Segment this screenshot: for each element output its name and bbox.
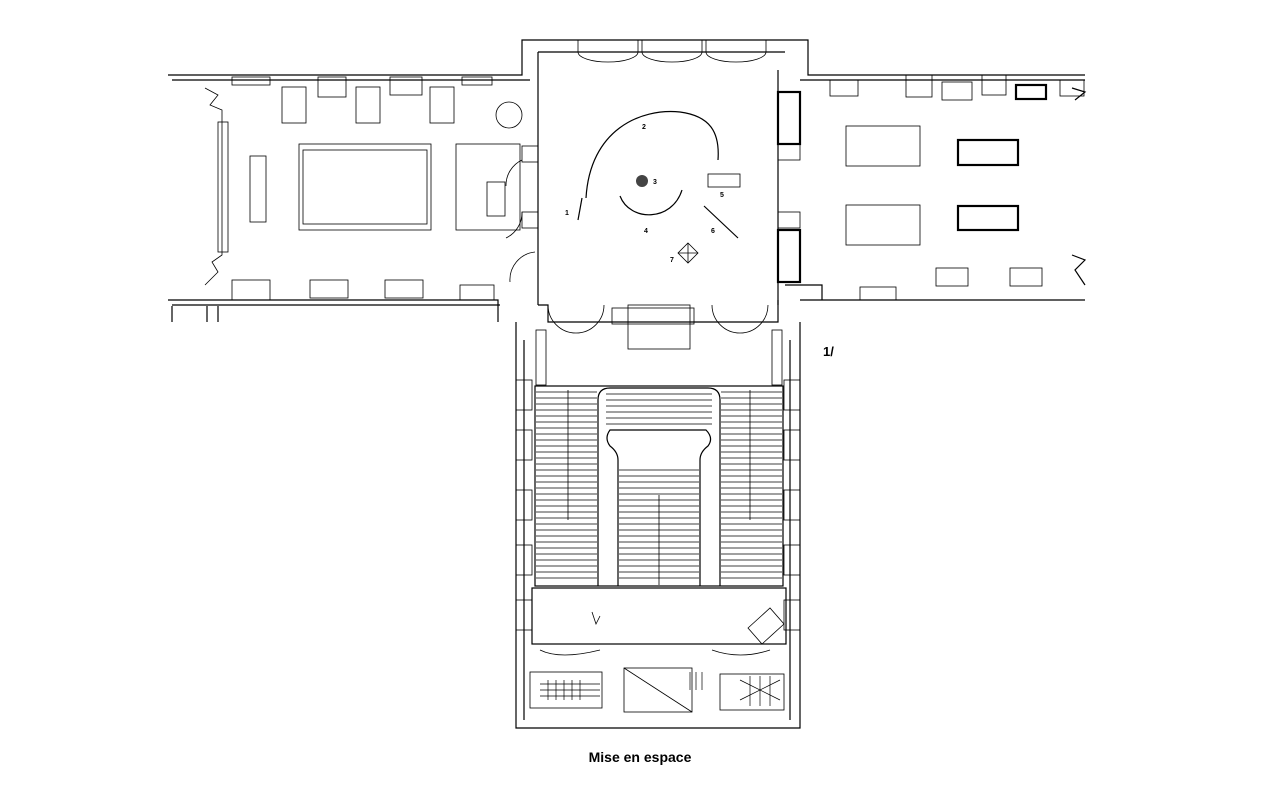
marker-7: 7 (670, 257, 674, 264)
stair-hall (515, 322, 801, 729)
installation-arc-2 (585, 110, 719, 199)
installation-diamond-7 (677, 242, 699, 264)
marker-1: 1 (565, 210, 569, 217)
installation-point-3 (636, 175, 648, 187)
service-rooms (529, 667, 785, 713)
display-tables (845, 125, 1020, 246)
central-hall: 1 2 3 4 5 6 7 (537, 40, 802, 350)
marker-5: 5 (720, 192, 724, 199)
marker-3: 3 (653, 179, 657, 186)
installation-line-6 (703, 205, 739, 239)
right-wing (785, 74, 1087, 301)
marker-6: 6 (711, 228, 715, 235)
installation-line-1 (577, 197, 583, 221)
marker-4: 4 (644, 228, 648, 235)
marker-2: 2 (642, 124, 646, 131)
installation-arc-4 (619, 189, 683, 216)
plan-caption: Mise en espace (589, 749, 692, 765)
installation-plinth-5 (707, 173, 741, 188)
left-wing (168, 39, 1085, 322)
plate-number: 1/ (823, 344, 834, 359)
